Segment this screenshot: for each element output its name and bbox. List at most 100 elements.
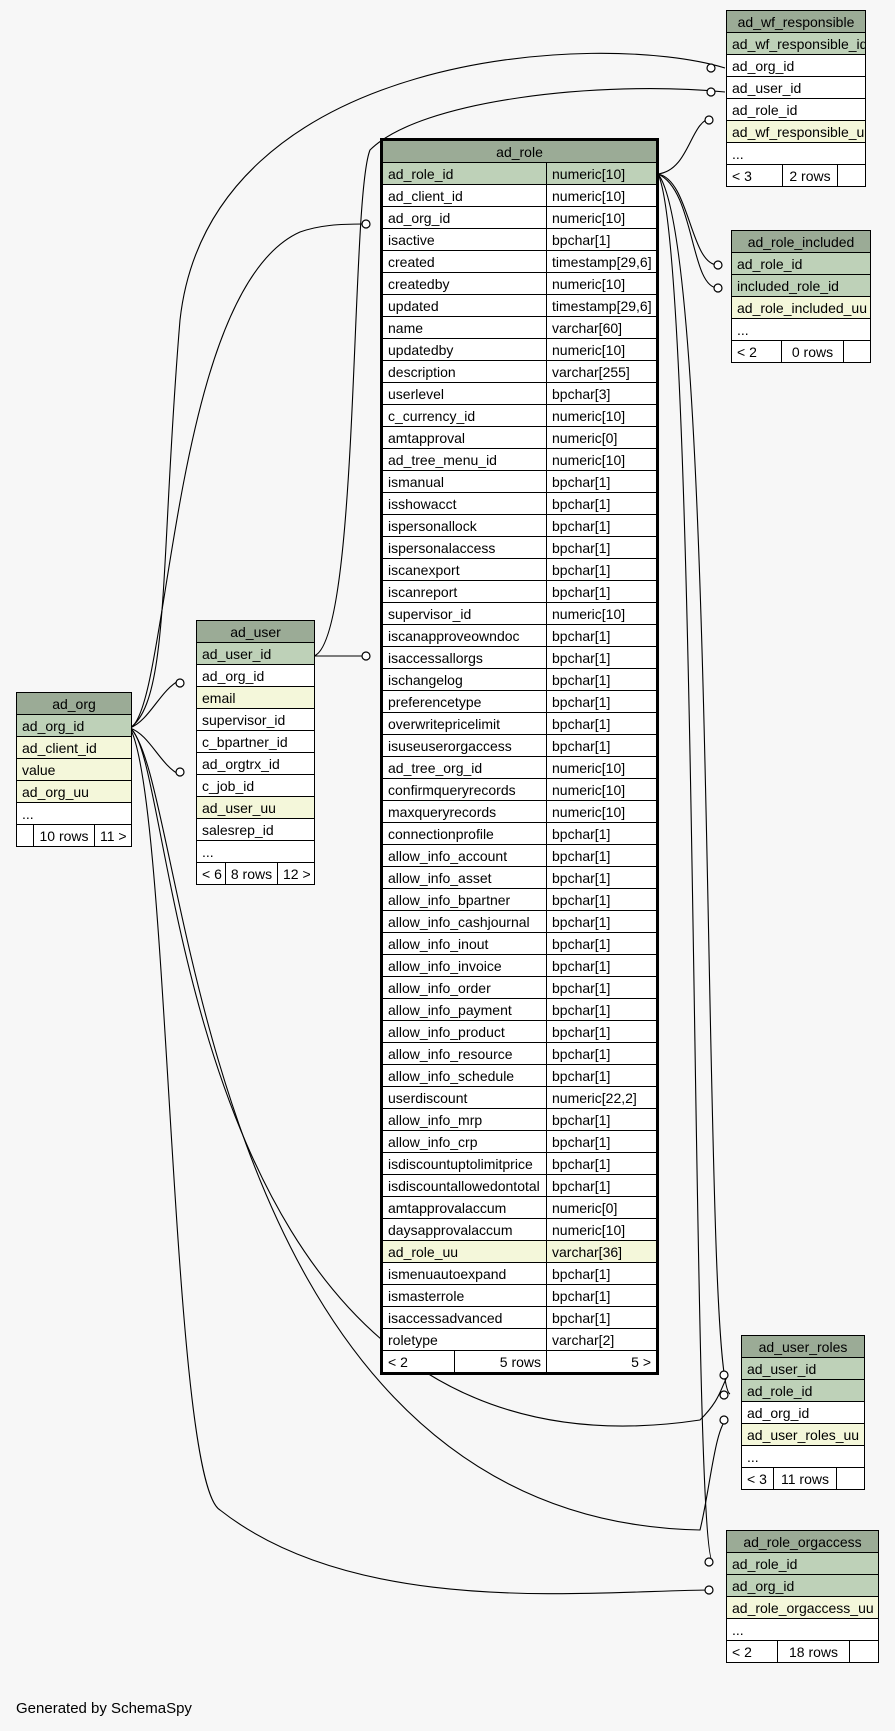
column-type: bpchar[1] xyxy=(545,514,658,537)
column-name: ad_user_id xyxy=(726,76,866,99)
column-type: bpchar[1] xyxy=(545,998,658,1021)
column-type: bpchar[1] xyxy=(545,228,658,251)
column-row: value xyxy=(15,758,133,781)
table-title[interactable]: ad_org xyxy=(15,692,133,715)
column-name: ad_role_orgaccess_uu xyxy=(726,1596,879,1619)
table-title[interactable]: ad_wf_responsible xyxy=(726,10,866,33)
column-row: c_bpartner_id xyxy=(195,730,316,753)
column-name: ad_user_id xyxy=(740,1357,866,1380)
column-name: allow_info_asset xyxy=(382,866,547,889)
column-row: ad_user_uu xyxy=(195,796,316,819)
footer-children[interactable] xyxy=(835,1467,866,1490)
column-row: c_job_id xyxy=(195,774,316,797)
column-type: bpchar[1] xyxy=(545,888,658,911)
table-title[interactable]: ad_role_orgaccess xyxy=(726,1530,879,1553)
column-row: included_role_id xyxy=(730,274,872,297)
edge-endpoint-marker xyxy=(361,219,371,229)
column-name: ad_org_id xyxy=(15,714,133,737)
column-name: allow_info_payment xyxy=(382,998,547,1021)
column-name: value xyxy=(15,758,133,781)
footer-children[interactable] xyxy=(842,340,872,363)
column-name: ad_org_id xyxy=(726,1574,879,1597)
edge-endpoint-marker xyxy=(175,767,185,777)
column-type: bpchar[1] xyxy=(545,844,658,867)
column-name: ismasterrole xyxy=(382,1284,547,1307)
footer-parents[interactable]: < 2 xyxy=(382,1350,455,1373)
footer-children[interactable] xyxy=(837,164,866,187)
footer-parents[interactable]: < 3 xyxy=(741,1467,774,1490)
footer-parents[interactable]: < 3 xyxy=(726,164,783,187)
column-name: isuseuserorgaccess xyxy=(382,734,547,757)
column-name: description xyxy=(382,360,547,383)
column-name: ... xyxy=(730,318,872,341)
footer-parents[interactable] xyxy=(16,824,34,847)
column-type: numeric[10] xyxy=(545,272,658,295)
column-row: ad_role_id xyxy=(726,1552,879,1575)
column-row: supervisor_id xyxy=(195,708,316,731)
column-row: ... xyxy=(195,840,316,863)
column-name: allow_info_mrp xyxy=(382,1108,547,1131)
edge-ad-org-to-wf-responsible xyxy=(129,52,726,729)
column-name: supervisor_id xyxy=(195,708,316,731)
footer-children[interactable] xyxy=(849,1640,879,1663)
footer-children[interactable]: 11 > xyxy=(93,824,133,847)
footer-parents[interactable]: < 2 xyxy=(726,1640,778,1663)
footer-parents[interactable]: < 6 xyxy=(196,862,226,885)
column-name: ad_tree_menu_id xyxy=(382,448,547,471)
table-title[interactable]: ad_role xyxy=(381,140,658,163)
column-name: ad_org_id xyxy=(195,664,316,687)
edge-endpoint-marker xyxy=(361,651,371,661)
footer-rows: 0 rows xyxy=(781,340,844,363)
edge-ad-org-to-ad-role xyxy=(129,223,365,729)
edge-ad-org-to-ad-user xyxy=(129,679,181,729)
column-type: numeric[10] xyxy=(545,162,658,185)
column-name: allow_info_crp xyxy=(382,1130,547,1153)
footer-parents[interactable]: < 2 xyxy=(731,340,782,363)
column-type: bpchar[1] xyxy=(545,536,658,559)
footer-children[interactable]: 5 > xyxy=(545,1350,658,1373)
edge-endpoint-marker xyxy=(704,1557,714,1567)
column-type: bpchar[1] xyxy=(545,954,658,977)
column-name: userlevel xyxy=(382,382,547,405)
column-type: numeric[10] xyxy=(545,404,658,427)
column-name: createdby xyxy=(382,272,547,295)
column-name: isdiscountuptolimitprice xyxy=(382,1152,547,1175)
column-name: allow_info_account xyxy=(382,844,547,867)
column-name: supervisor_id xyxy=(382,602,547,625)
column-type: bpchar[1] xyxy=(545,1262,658,1285)
column-name: userdiscount xyxy=(382,1086,547,1109)
column-name: overwritepricelimit xyxy=(382,712,547,735)
column-name: isactive xyxy=(382,228,547,251)
column-row: ... xyxy=(730,318,872,341)
column-row: ad_orgtrx_id xyxy=(195,752,316,775)
column-name: ad_role_id xyxy=(730,252,872,275)
column-name: email xyxy=(195,686,316,709)
table-title[interactable]: ad_role_included xyxy=(730,230,872,253)
table-title[interactable]: ad_user_roles xyxy=(740,1335,866,1358)
column-type: bpchar[1] xyxy=(545,1174,658,1197)
edge-ad-role-to-role-orgaccess xyxy=(657,173,714,1563)
column-row: ad_role_id xyxy=(740,1379,866,1402)
footer-children[interactable]: 12 > xyxy=(276,862,316,885)
column-name: ismenuautoexpand xyxy=(382,1262,547,1285)
column-type: numeric[10] xyxy=(545,448,658,471)
table-title[interactable]: ad_user xyxy=(195,620,316,643)
column-type: timestamp[29,6] xyxy=(545,294,658,317)
column-row: ... xyxy=(15,802,133,825)
